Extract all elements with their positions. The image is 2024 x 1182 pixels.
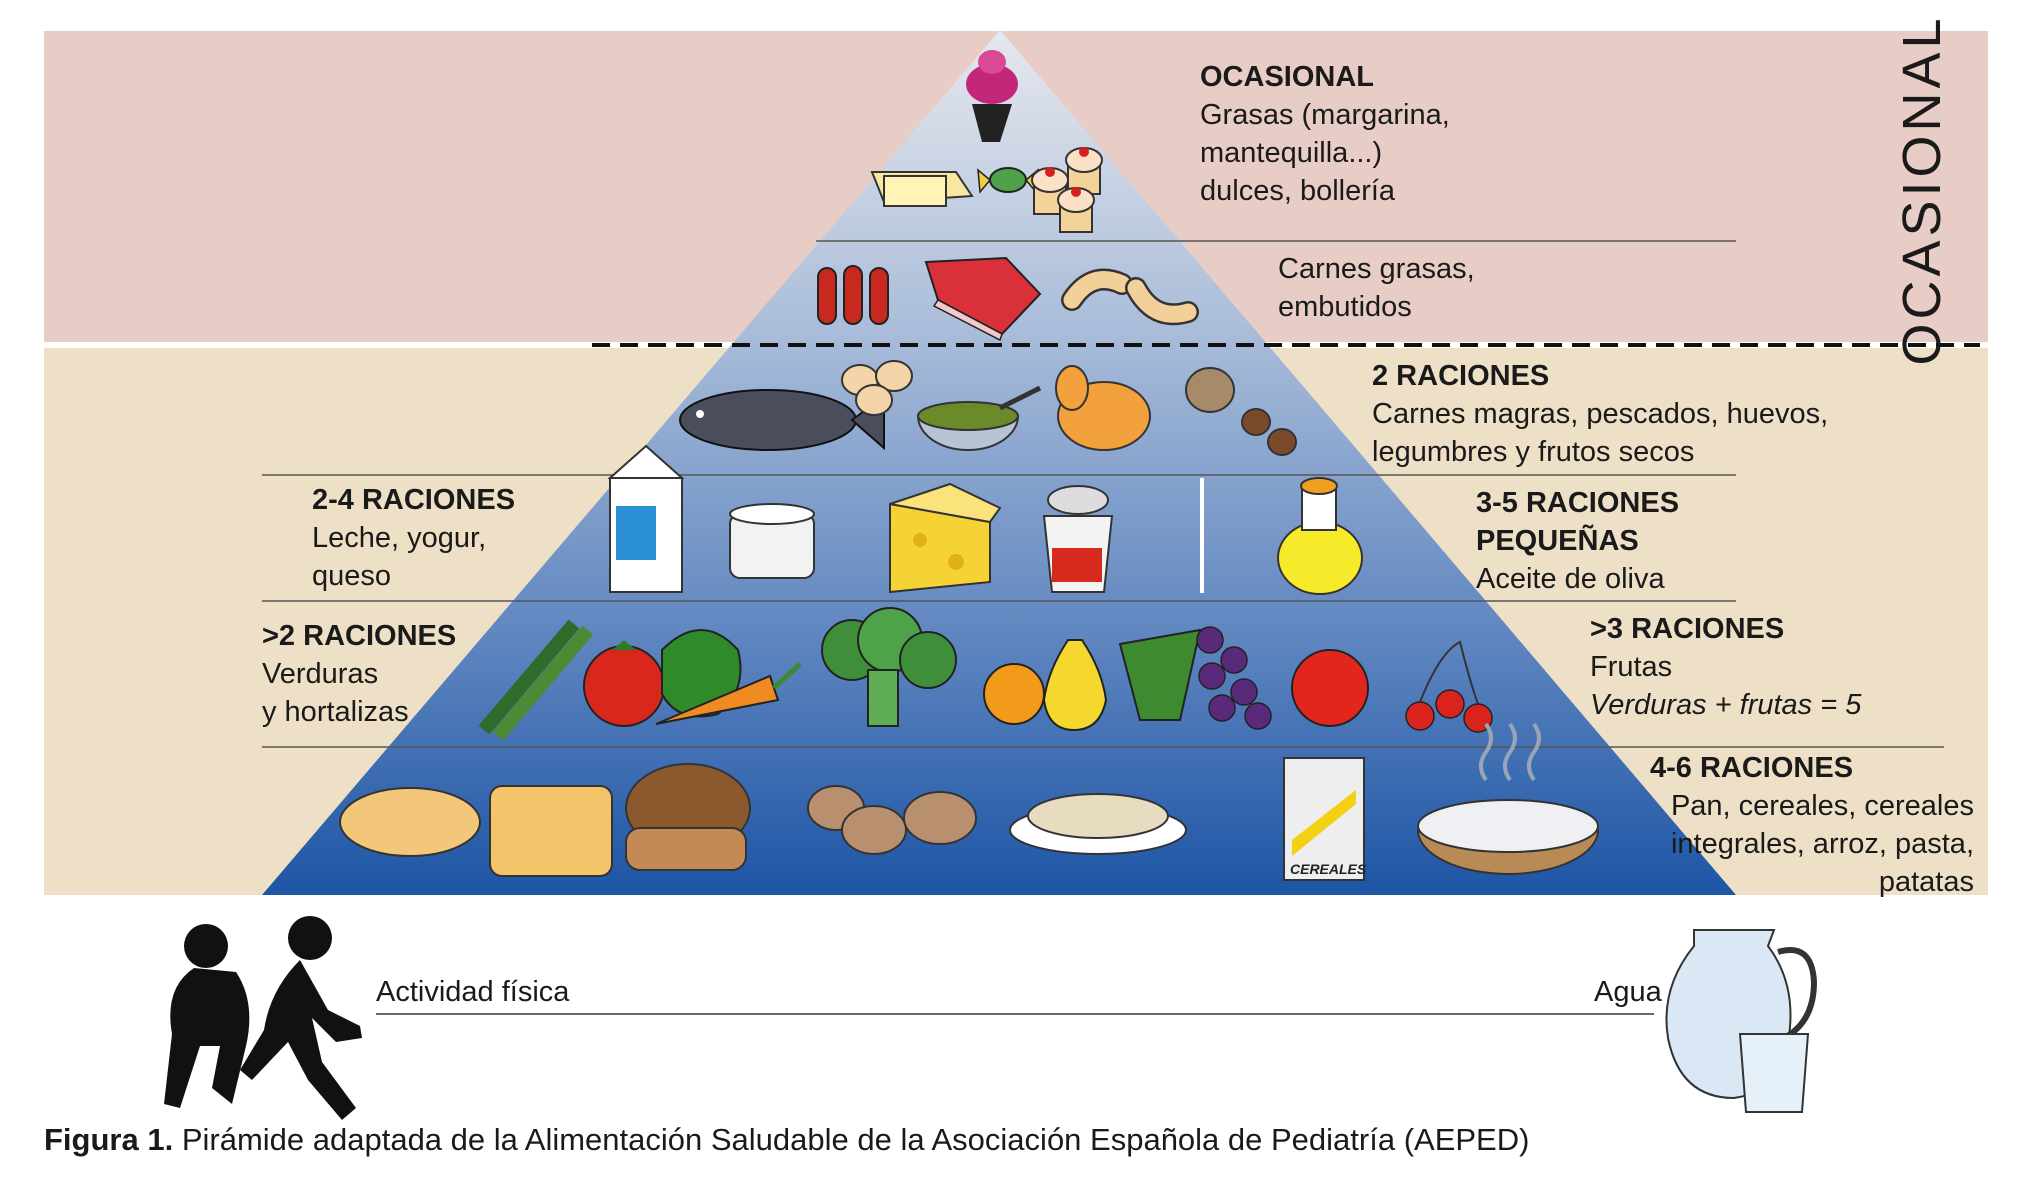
tier-dairy-label: 2-4 RACIONES Leche, yogur, queso [312,481,515,595]
tier-title: OCASIONAL [1200,61,1374,93]
tier-description: Frutas [1590,651,1673,683]
tier-fruits-label: >3 RACIONES Frutas Verduras + frutas = 5 [1590,610,1861,724]
cereal-box-label: CEREALES [1290,861,1367,877]
tier-note: Verduras + frutas = 5 [1590,689,1862,721]
eggs-icon [841,360,913,416]
tier-vegetables-label: >2 RACIONES Verduras y hortalizas [262,617,456,731]
tier-description: Grasas (margarina, mantequilla...) dulce… [1200,99,1450,207]
tier-proteins-label: 2 RACIONES Carnes magras, pescados, huev… [1372,357,1828,471]
tier-grains-label: 4-6 RACIONES Pan, cereales, cereales int… [1650,749,1974,901]
tier-title: 2 RACIONES [1372,360,1550,392]
bread-loaf-icon [339,787,481,857]
tier-title: 3-5 RACIONES PEQUEÑAS [1476,487,1680,557]
potatoes-icon [807,785,977,855]
cheese-wedge-icon [889,482,1002,594]
cupcakes-icon [1031,147,1103,233]
rice-bowl-icon [1416,722,1600,875]
chorizo-icon [1061,268,1199,326]
asparagus-icon [478,619,594,741]
running-children-icon [164,916,362,1120]
tier-title: 2-4 RACIONES [312,484,516,516]
tier-title: 4-6 RACIONES [1650,752,1854,784]
tier-title: >2 RACIONES [262,620,457,652]
tier-oil-label: 3-5 RACIONES PEQUEÑAS Aceite de oliva [1476,484,1679,598]
orange-icon [983,663,1045,725]
caption-label: Figura 1. [44,1122,174,1157]
pear-icon [1042,639,1108,732]
caption-text: Pirámide adaptada de la Alimentación Sal… [173,1122,1530,1157]
tier-description: Carnes grasas, embutidos [1278,253,1475,323]
chicken-icon [1055,365,1151,451]
tier-description: Leche, yogur, queso [312,522,487,592]
ice-cream-cone-icon [966,50,1018,142]
nuts-icon [1185,367,1297,456]
cheese-mold-icon [729,503,815,579]
tier-description: Verduras y hortalizas [262,658,409,728]
figure-caption: Figura 1. Pirámide adaptada de la Alimen… [44,1122,1529,1158]
bread-icon [489,785,613,877]
milk-carton-icon [607,444,685,593]
occasional-band-text: OCASIONAL [1892,14,1952,366]
spaghetti-icon [1009,793,1187,855]
cereal-box-icon: CEREALES [1283,757,1367,881]
legumes-bowl-icon [916,385,1042,451]
sausages-icon [817,265,889,325]
tier-occasional-label: OCASIONAL Grasas (margarina, mantequilla… [1200,58,1450,210]
grapes-icon [1118,626,1272,730]
water-label: Agua [1594,976,1662,1008]
tier-description: Pan, cereales, cereales integrales, arro… [1670,790,1974,898]
olive-oil-icon [1277,477,1363,595]
yogurt-icon [1042,485,1114,593]
occasional-band-label: OCASIONAL [1892,14,1952,365]
carrot-icon [655,662,802,725]
apple-icon [1291,649,1369,727]
tier-description: Aceite de oliva [1476,563,1665,595]
tier-fatty-meats-label: Carnes grasas, embutidos [1278,250,1475,326]
tomato-icon [583,640,665,727]
water-jug-icon [1665,929,1818,1113]
broccoli-icon [821,607,957,727]
pepper-icon [661,629,742,718]
brown-bread-icon [625,763,751,871]
tier-description: Carnes magras, pescados, huevos, legumbr… [1372,398,1829,468]
butter-icon [870,171,974,207]
cherries-icon [1405,640,1493,733]
tier-title: >3 RACIONES [1590,613,1785,645]
steak-icon [924,256,1042,342]
activity-label: Actividad física [376,976,570,1008]
